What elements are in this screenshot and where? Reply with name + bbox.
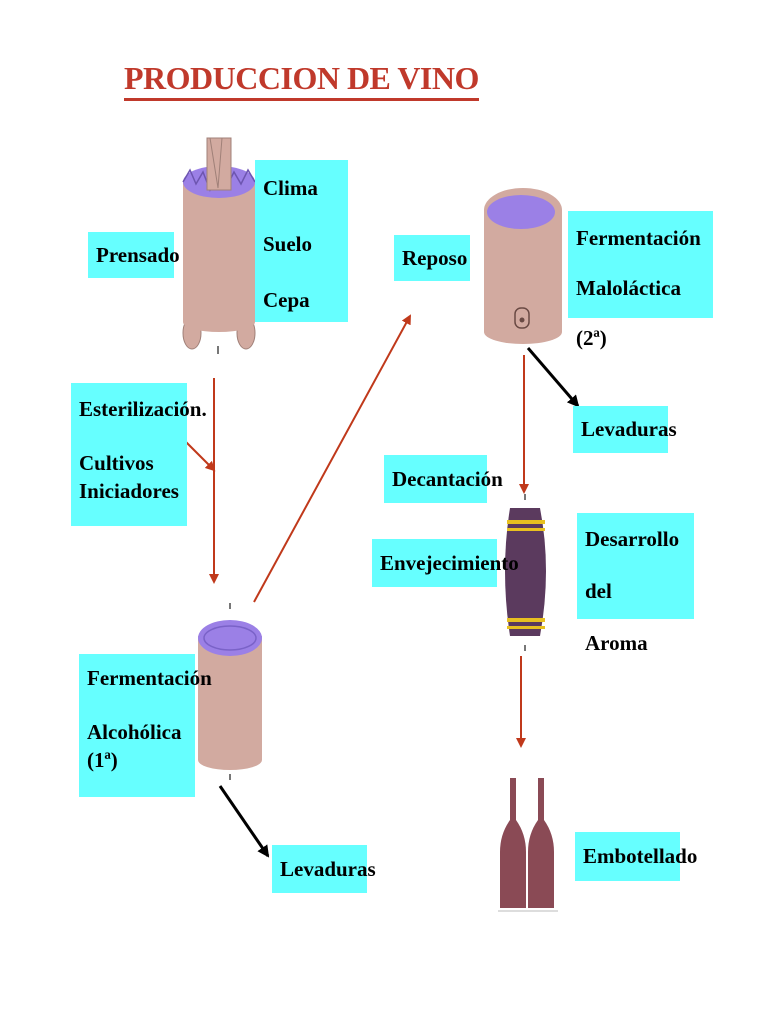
arrow-esterilizacion-to-line [185, 441, 216, 472]
diagram-title: PRODUCCION DE VINO [124, 58, 479, 101]
label-esterilizacion: Esterilización. [79, 397, 207, 421]
arrow-levaduras-2 [526, 347, 580, 408]
label-decantacion: Decantación [392, 467, 503, 491]
label-aroma: Aroma [585, 631, 648, 655]
arrow-levaduras-1 [218, 785, 270, 858]
label-prensado: Prensado [96, 243, 180, 267]
label-primera: (1ª) [87, 748, 118, 772]
label-cepa: Cepa [263, 288, 310, 312]
label-iniciadores: Iniciadores [79, 479, 179, 503]
box-esterilizacion: Esterilización. Cultivos Iniciadores [71, 383, 207, 526]
rest-vat-icon [484, 188, 562, 344]
box-clima-suelo-cepa: Clima Suelo Cepa [255, 160, 348, 322]
label-envejecimiento: Envejecimiento [380, 551, 519, 575]
bottles-icon [498, 778, 558, 912]
box-decantacion: Decantación [384, 455, 503, 503]
box-fermentacion-alcoholica: Fermentación Alcohólica (1ª) [79, 654, 212, 797]
label-embotellado: Embotellado [583, 844, 698, 868]
fermentation-tank-icon [198, 603, 262, 780]
label-malolactica: Maloláctica (2ª) [576, 276, 681, 350]
box-levaduras-2: Levaduras [573, 406, 677, 453]
box-desarrollo-aroma: Desarrollo del Aroma [577, 513, 694, 655]
label-alcoholica: Alcohólica [87, 720, 182, 744]
box-levaduras-1: Levaduras [272, 845, 376, 893]
label-fermentacion-2: Fermentación [576, 226, 701, 250]
label-levaduras-1: Levaduras [280, 857, 376, 881]
label-cultivos: Cultivos [79, 451, 154, 475]
box-reposo: Reposo [394, 235, 470, 281]
press-vat-icon [182, 137, 256, 354]
box-fermentacion-malolactica: Fermentación Maloláctica (2ª) [568, 211, 713, 350]
box-prensado: Prensado [88, 232, 180, 278]
label-levaduras-2: Levaduras [581, 417, 677, 441]
arrow-fermentacion-to-reposo [253, 314, 411, 603]
barrel-icon [505, 494, 546, 651]
label-fermentacion-1: Fermentación [87, 666, 212, 690]
label-clima: Clima [263, 176, 318, 200]
label-desarrollo: Desarrollo del [585, 527, 680, 603]
label-suelo: Suelo [263, 232, 313, 256]
box-embotellado: Embotellado [575, 832, 698, 881]
label-reposo: Reposo [402, 246, 468, 270]
box-envejecimiento: Envejecimiento [372, 539, 519, 587]
